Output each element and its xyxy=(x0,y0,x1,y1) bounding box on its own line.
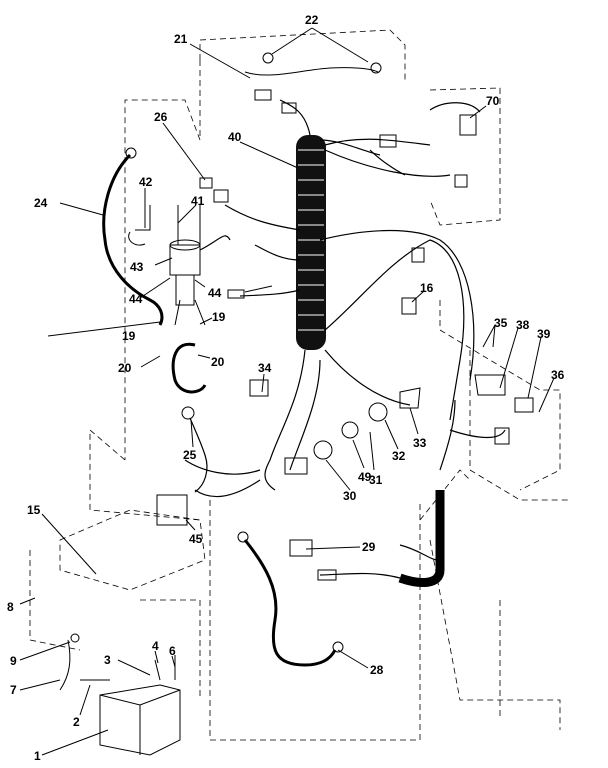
callout-19-right: 19 xyxy=(212,310,226,324)
callout-4: 4 xyxy=(152,639,159,653)
callout-20-left: 20 xyxy=(118,361,132,375)
callout-7: 7 xyxy=(10,683,17,697)
frame-outline-dashed xyxy=(29,29,570,741)
callout-42: 42 xyxy=(139,175,153,189)
callout-6: 6 xyxy=(169,644,176,658)
callout-70: 70 xyxy=(486,94,500,108)
battery xyxy=(59,633,181,756)
callout-38: 38 xyxy=(516,318,530,332)
callout-34: 34 xyxy=(258,361,272,375)
callout-26: 26 xyxy=(154,110,168,124)
callout-15: 15 xyxy=(27,503,41,517)
callout-8: 8 xyxy=(7,600,14,614)
callout-19-left: 19 xyxy=(122,329,136,343)
part-42-bracket xyxy=(128,205,151,246)
callout-41: 41 xyxy=(191,194,205,208)
cable-20 xyxy=(171,342,207,394)
callout-36: 36 xyxy=(551,368,565,382)
callout-1: 1 xyxy=(34,749,41,763)
callout-35: 35 xyxy=(494,316,508,330)
callout-39: 39 xyxy=(537,327,551,341)
callout-20-right: 20 xyxy=(211,355,225,369)
callout-44-left: 44 xyxy=(129,292,143,306)
battery-cable-24 xyxy=(102,147,164,326)
callout-24: 24 xyxy=(34,196,48,210)
callout-9: 9 xyxy=(10,654,17,668)
callout-16: 16 xyxy=(420,281,434,295)
callout-32: 32 xyxy=(392,449,406,463)
callout-22: 22 xyxy=(305,13,319,27)
callout-44-right: 44 xyxy=(208,286,222,300)
small-components xyxy=(156,52,534,581)
callout-45: 45 xyxy=(189,532,203,546)
solenoid-assembly xyxy=(169,205,231,326)
main-harness-bellows xyxy=(296,135,326,350)
callout-43: 43 xyxy=(130,260,144,274)
callout-25: 25 xyxy=(183,448,197,462)
ground-cable-28 xyxy=(237,531,344,667)
harness-wires xyxy=(184,99,506,498)
callout-2: 2 xyxy=(73,715,80,729)
callout-30: 30 xyxy=(343,489,357,503)
callout-labels: 22 21 26 40 70 42 24 41 43 44 44 19 19 1… xyxy=(7,13,565,763)
callout-28: 28 xyxy=(370,663,384,677)
callout-21: 21 xyxy=(174,32,188,46)
callout-40: 40 xyxy=(228,130,242,144)
leader-lines xyxy=(19,27,555,756)
lower-harness-wrap xyxy=(319,490,445,587)
callout-3: 3 xyxy=(104,653,111,667)
callout-29: 29 xyxy=(362,540,376,554)
callout-33: 33 xyxy=(413,436,427,450)
callout-31: 31 xyxy=(369,473,383,487)
callout-49: 49 xyxy=(358,470,372,484)
